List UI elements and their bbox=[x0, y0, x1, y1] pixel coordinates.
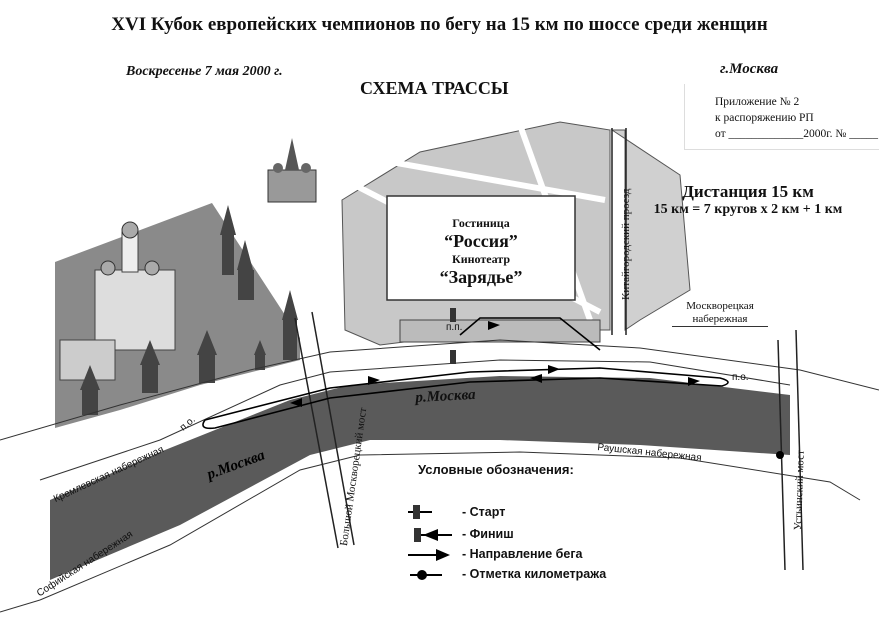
km-mark-icon bbox=[776, 451, 784, 459]
legend-item-direction: - Направление бега bbox=[462, 547, 583, 561]
appendix-line: Приложение № 2 bbox=[715, 96, 800, 108]
st-basil-icon bbox=[267, 138, 317, 203]
legend-item-start: - Старт bbox=[462, 505, 506, 519]
hotel-rossiya-building bbox=[386, 195, 576, 301]
river-moskva bbox=[50, 376, 790, 580]
cathedral-icon bbox=[59, 205, 298, 415]
appendix-line: от _____________2000г. № _____ bbox=[715, 128, 879, 140]
city: г.Москва bbox=[720, 61, 779, 77]
moskvoretskaya-label: Москворецкая набережная bbox=[672, 300, 768, 327]
embankment-north bbox=[0, 339, 879, 441]
legend-title: Условные обозначения: bbox=[418, 462, 574, 477]
legend: - Старт - Финиш - Направление бега - Отм… bbox=[418, 505, 668, 595]
distance-heading: Дистанция 15 км bbox=[682, 182, 814, 201]
kremlin-area bbox=[55, 203, 300, 428]
river-label: р.Москва bbox=[415, 386, 476, 406]
embankment-south bbox=[39, 451, 861, 601]
direction-arrow-icon bbox=[290, 321, 700, 407]
scheme-title: СХЕМА ТРАССЫ bbox=[360, 78, 509, 98]
event-date: Воскресенье 7 мая 2000 г. bbox=[126, 64, 283, 79]
hotel-name: “Россия” bbox=[444, 231, 518, 251]
legend-item-finish: - Финиш bbox=[462, 527, 514, 541]
cinema-name: “Зарядье” bbox=[439, 267, 523, 287]
kitaygorodsky-proezd-road bbox=[611, 128, 627, 335]
turnaround-label: п.о. bbox=[732, 372, 749, 383]
kitaygorodsky-label: Китайгородский проезд bbox=[620, 188, 632, 300]
distance-block: Дистанция 15 км 15 км = 7 кругов х 2 км … bbox=[643, 182, 853, 218]
cinema-label: Кинотеатр bbox=[452, 252, 510, 266]
race-route bbox=[202, 317, 729, 430]
document-title: XVI Кубок европейских чемпионов по бегу … bbox=[111, 14, 768, 35]
appendix-line: к распоряжению РП bbox=[715, 112, 814, 124]
appendix-block: Приложение № 2 к распоряжению РП от ____… bbox=[684, 84, 879, 150]
legend-icons bbox=[408, 505, 452, 580]
legend-item-km-mark: - Отметка километража bbox=[462, 567, 607, 581]
finish-icon bbox=[450, 350, 456, 364]
hotel-label: Гостиница bbox=[452, 216, 510, 230]
bolshoy-moskvoretsky-bridge bbox=[294, 311, 355, 549]
start-icon bbox=[450, 308, 456, 322]
distance-formula: 15 км = 7 кругов х 2 км + 1 км bbox=[653, 202, 843, 217]
hotel-label-block: Гостиница “Россия” Кинотеатр “Зарядье” bbox=[386, 214, 576, 286]
pp-label: п.п. bbox=[446, 322, 463, 333]
